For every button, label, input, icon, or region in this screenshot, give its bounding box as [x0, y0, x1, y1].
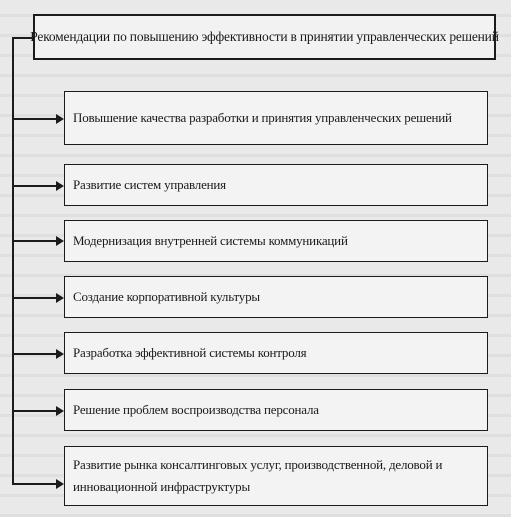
recommendation-box-1: Повышение качества разработки и принятия…: [64, 91, 488, 145]
recommendation-box-4: Создание корпоративной культуры: [64, 276, 488, 318]
recommendation-box-3: Модернизация внутренней системы коммуник…: [64, 220, 488, 262]
recommendation-label: Создание корпоративной культуры: [73, 289, 260, 304]
arrow-icon: [12, 293, 64, 303]
recommendation-label: Решение проблем воспроизводства персонал…: [73, 402, 319, 417]
diagram-title-box: Рекомендации по повышению эффективности …: [30, 14, 499, 60]
arrow-icon: [12, 479, 64, 489]
recommendation-box-6: Решение проблем воспроизводства персонал…: [64, 389, 488, 431]
recommendation-label: Модернизация внутренней системы коммуник…: [73, 233, 348, 248]
recommendation-box-7: Развитие рынка консалтинговых услуг, про…: [64, 446, 488, 506]
recommendation-box-2: Развитие систем управления: [64, 164, 488, 206]
recommendation-label: Развитие рынка консалтинговых услуг, про…: [73, 457, 443, 494]
arrow-icon: [12, 114, 64, 124]
arrow-icon: [12, 181, 64, 191]
arrow-icon: [12, 236, 64, 246]
arrow-icon: [12, 349, 64, 359]
recommendation-box-5: Разработка эффективной системы контроля: [64, 332, 488, 374]
connector-spine: [12, 37, 14, 485]
arrow-icon: [12, 406, 64, 416]
recommendation-label: Повышение качества разработки и принятия…: [73, 110, 452, 125]
connector-title-link: [12, 37, 34, 39]
recommendation-label: Развитие систем управления: [73, 177, 226, 192]
recommendation-label: Разработка эффективной системы контроля: [73, 345, 307, 360]
diagram-title: Рекомендации по повышению эффективности …: [30, 29, 499, 44]
